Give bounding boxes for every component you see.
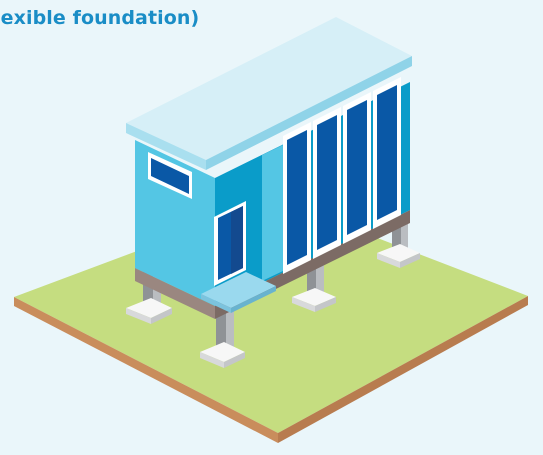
roof-side-fascia xyxy=(126,123,206,170)
page-title: lexible foundation) xyxy=(0,7,200,29)
soil-edge-left xyxy=(14,297,278,443)
roof xyxy=(126,17,412,170)
roof-top xyxy=(126,17,412,160)
front-wall-light-panel xyxy=(262,145,283,281)
porch-step xyxy=(201,272,276,313)
glass-wall xyxy=(283,77,401,274)
side-window xyxy=(148,152,192,199)
roof-front-fascia xyxy=(206,56,412,170)
soil-edge-right xyxy=(278,296,528,443)
front-door xyxy=(214,201,246,286)
pier-front-left xyxy=(200,310,245,368)
pier-front-middle xyxy=(292,260,336,312)
pier-back-right xyxy=(377,222,420,268)
